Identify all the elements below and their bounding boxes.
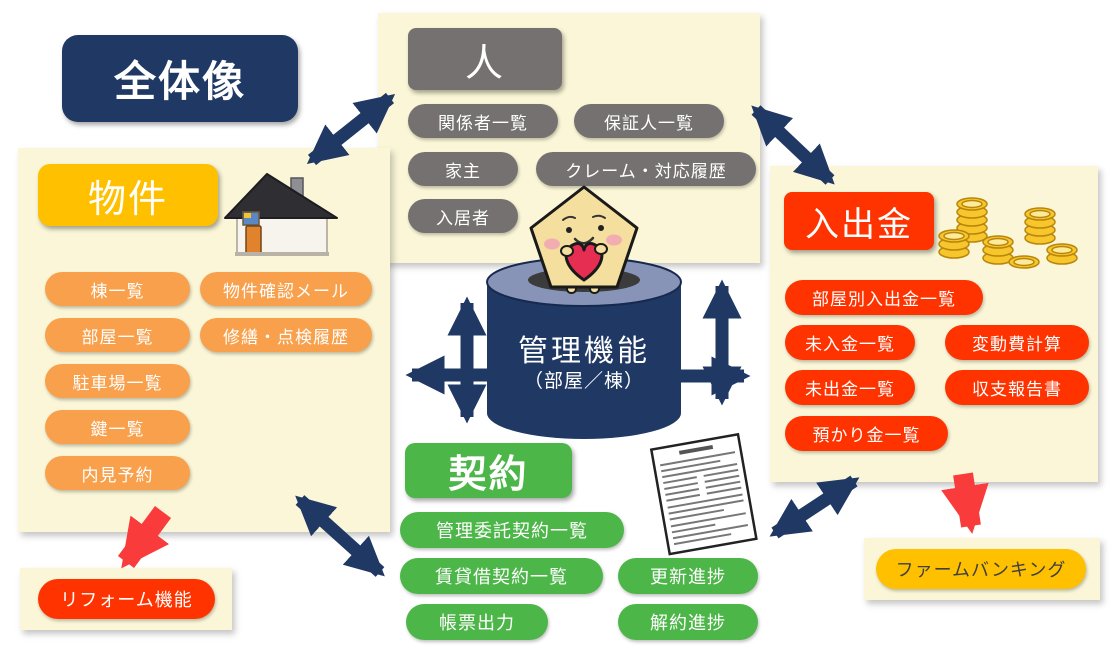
contract-item-3: 更新進捗 — [618, 558, 758, 594]
contract-item-4: 帳票出力 — [406, 604, 548, 640]
people-header: 人 — [408, 28, 562, 90]
core-subtitle: （部屋／棟） — [523, 371, 644, 392]
house-mascot-icon — [529, 185, 639, 294]
people-item-2: 保証人一覧 — [574, 104, 724, 138]
people-item-5: 入居者 — [408, 199, 518, 233]
property-item-1: 棟一覧 — [45, 272, 190, 306]
contract-item-1: 管理委託契約一覧 — [400, 512, 624, 548]
money-item-4: 未出金一覧 — [785, 370, 915, 405]
property-item-2: 物件確認メール — [200, 272, 372, 306]
money-item-5: 収支報告書 — [945, 370, 1089, 405]
arrow-contract-money — [769, 475, 860, 539]
property-item-7: 内見予約 — [45, 456, 190, 490]
house-icon — [224, 173, 338, 256]
people-item-3: 家主 — [408, 152, 518, 186]
property-item-5: 駐車場一覧 — [45, 364, 190, 398]
money-item-3: 変動費計算 — [945, 325, 1089, 360]
property-header: 物件 — [38, 164, 218, 226]
contract-item-5: 解約進捗 — [618, 604, 758, 640]
page-title: 全体像 — [62, 35, 298, 122]
money-item-1: 部屋別入出金一覧 — [785, 280, 983, 315]
people-item-1: 関係者一覧 — [408, 104, 558, 138]
firm-banking-label: ファームバンキング — [876, 549, 1086, 589]
reform-label: リフォーム機能 — [38, 579, 215, 619]
contract-document-icon — [649, 432, 758, 556]
core-title: 管理機能 — [518, 335, 650, 368]
property-item-6: 鍵一覧 — [45, 410, 190, 444]
money-item-2: 未入金一覧 — [785, 325, 915, 360]
contract-header: 契約 — [405, 443, 572, 498]
money-item-6: 預かり金一覧 — [785, 416, 948, 451]
coins-icon — [938, 197, 1078, 269]
people-item-4: クレーム・対応履歴 — [536, 152, 756, 186]
contract-item-2: 賃貸借契約一覧 — [400, 558, 603, 594]
property-item-4: 修繕・点検履歴 — [200, 318, 372, 352]
property-item-3: 部屋一覧 — [45, 318, 190, 352]
money-header: 入出金 — [784, 192, 934, 250]
